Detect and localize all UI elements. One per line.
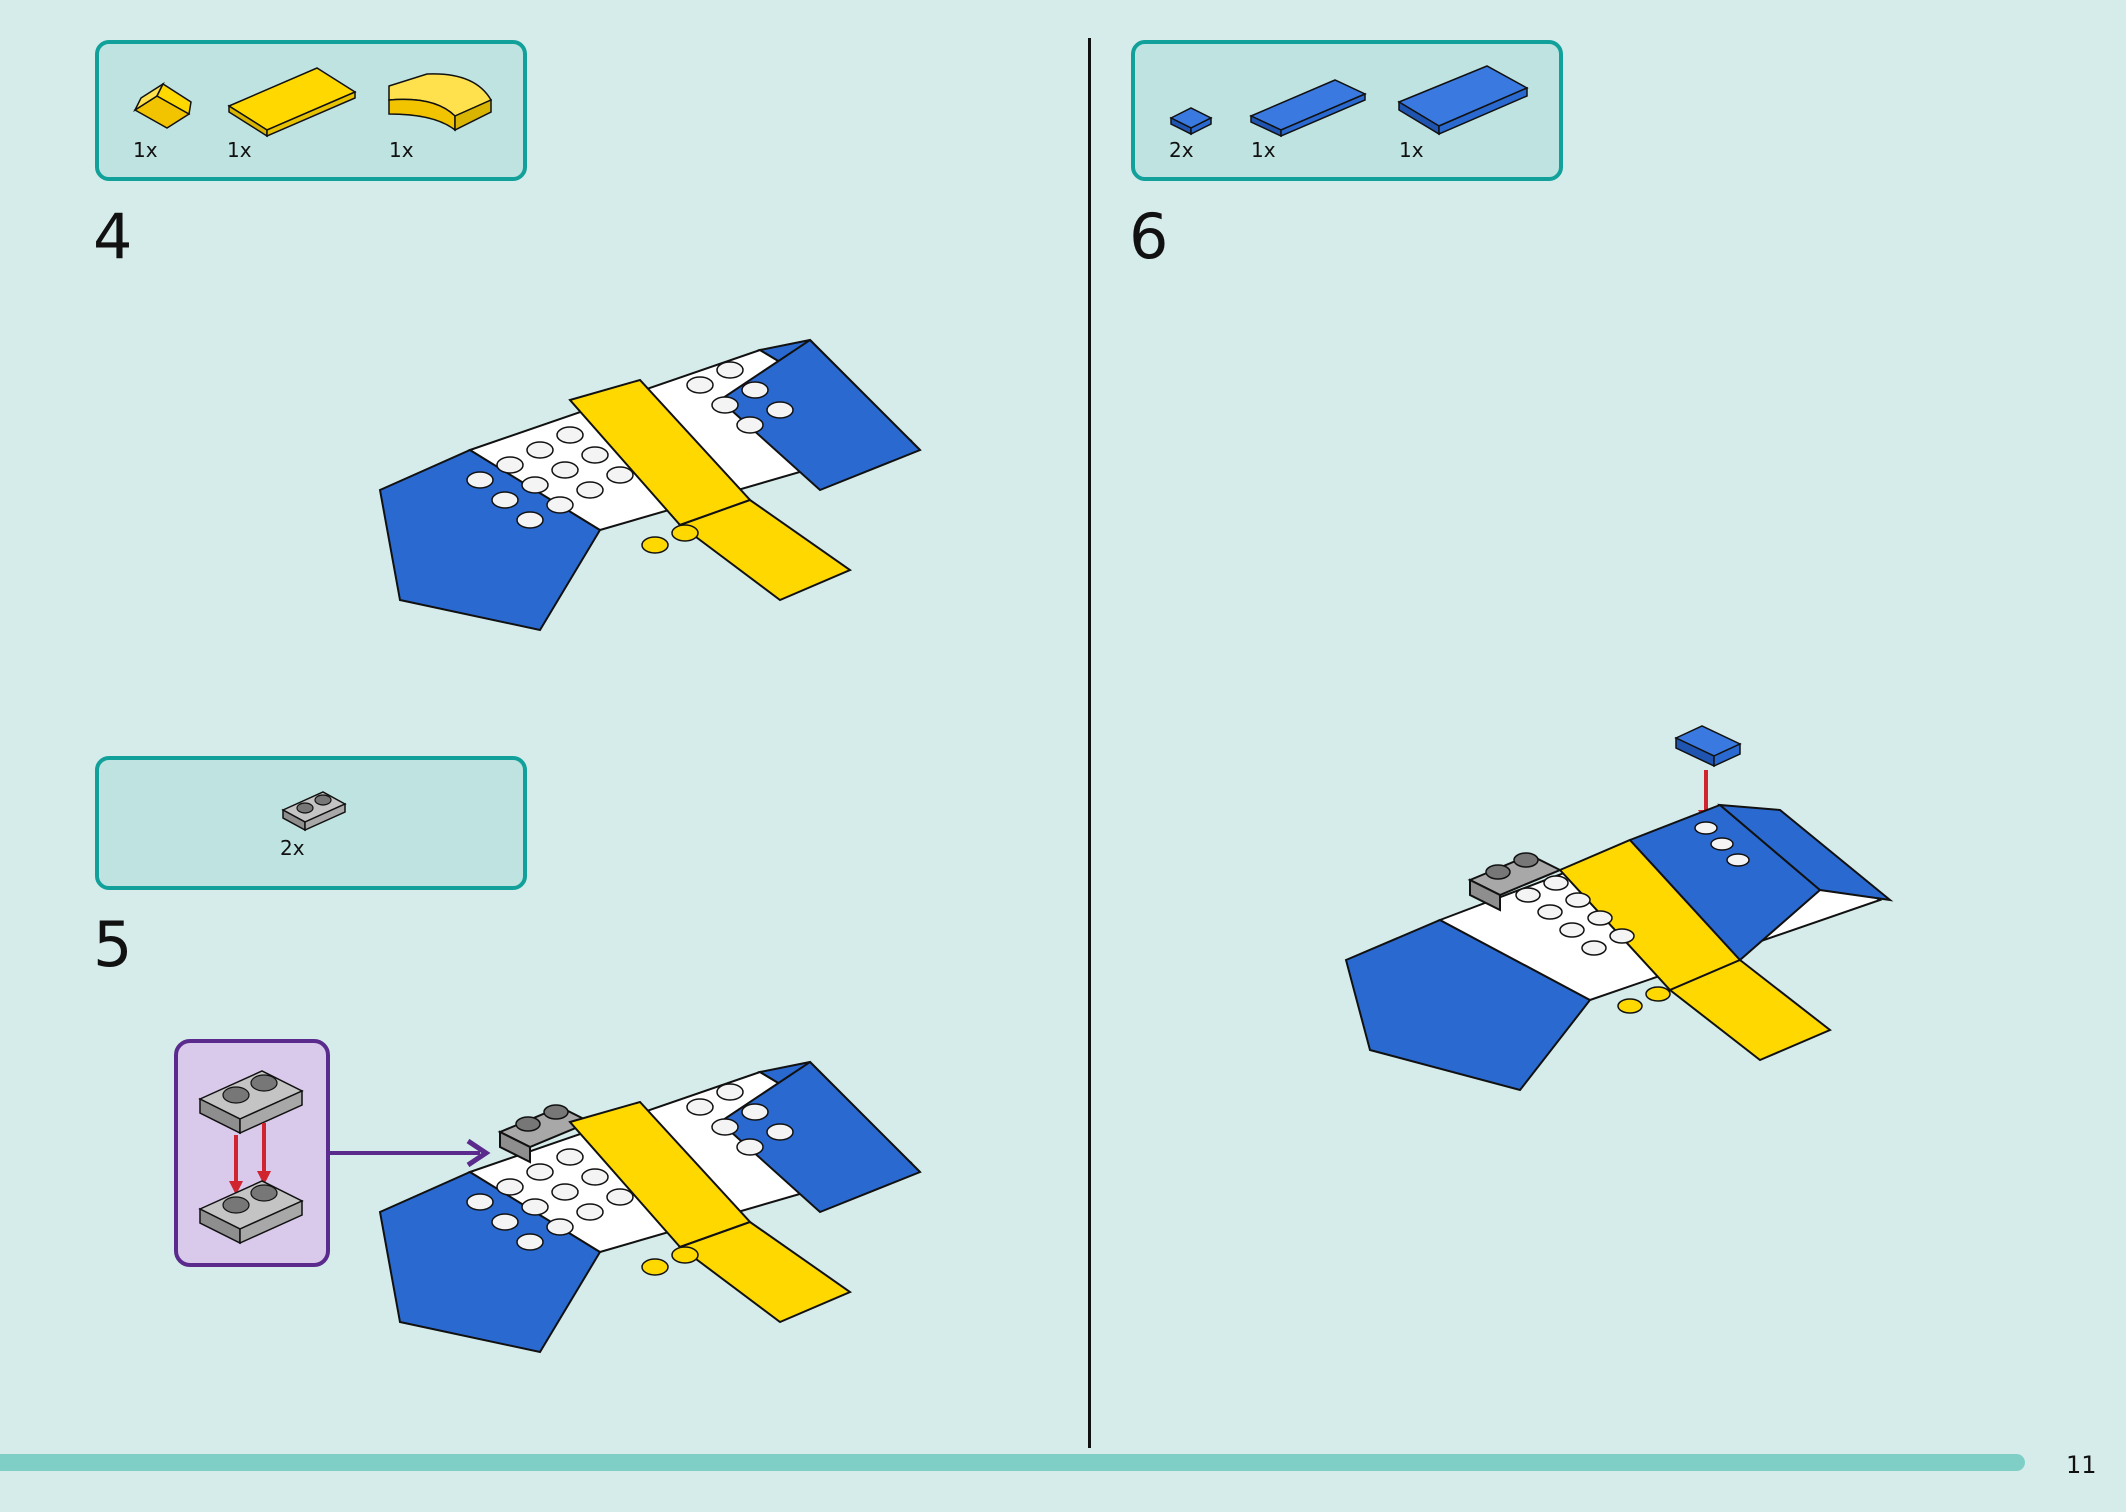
blue-tile-long-icon: [1249, 79, 1367, 138]
page-number: 11: [2066, 1451, 2097, 1479]
grey-plate-stack-icon: [198, 1070, 304, 1245]
step-5-parts-box: 2x: [95, 756, 527, 890]
purple-arrow-icon: [330, 1138, 491, 1168]
step-4-part-2-qty: 1x: [227, 138, 252, 162]
step-6-model-illustration: [1344, 725, 1894, 1092]
step-5-model-illustration: [378, 1060, 922, 1354]
blue-tile-wide-icon: [1397, 65, 1529, 136]
yellow-slope-small-icon: [133, 81, 192, 129]
yellow-curved-slope-icon: [388, 73, 493, 132]
step-5-number: 5: [93, 908, 133, 981]
step-4-model-illustration: [378, 338, 922, 632]
yellow-tile-long-icon: [227, 67, 357, 138]
step-4-number: 4: [93, 200, 133, 273]
step-5-sub-assembly-callout: [174, 1039, 330, 1267]
step-5-part-1-qty: 2x: [280, 836, 305, 860]
page-progress-bar: [0, 1454, 2025, 1471]
step-6-number: 6: [1129, 200, 1169, 273]
step-6-part-2-qty: 1x: [1251, 138, 1276, 162]
step-6-part-3-qty: 1x: [1399, 138, 1424, 162]
step-4-parts-box: 1x 1x 1x: [95, 40, 527, 181]
grey-plate-1x2-icon: [281, 791, 347, 832]
blue-tile-small-icon: [1169, 107, 1213, 136]
column-divider: [1088, 38, 1091, 1448]
step-4-part-1-qty: 1x: [133, 138, 158, 162]
step-6-parts-box: 2x 1x 1x: [1131, 40, 1563, 181]
step-6-part-1-qty: 2x: [1169, 138, 1194, 162]
step-4-part-3-qty: 1x: [389, 138, 414, 162]
